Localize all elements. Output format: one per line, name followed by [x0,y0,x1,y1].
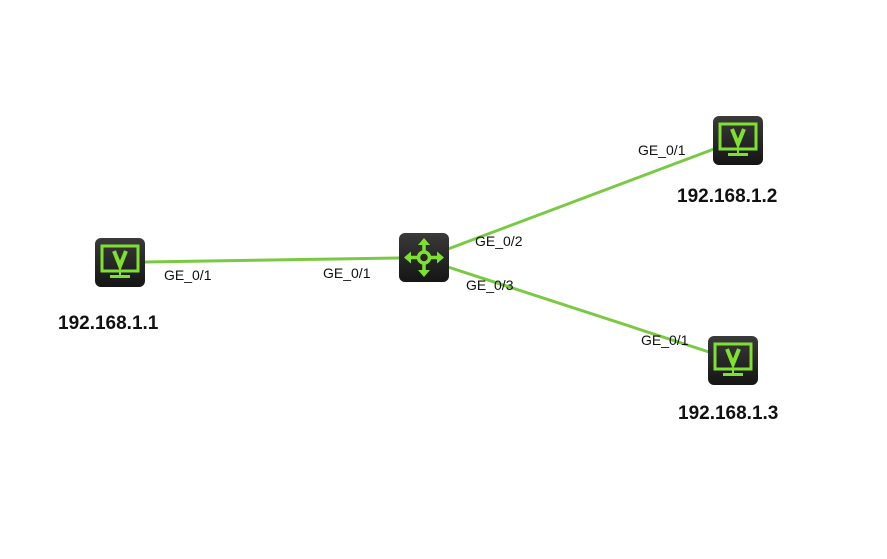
host-label-pc2: 192.168.1.2 [677,186,778,207]
host-label-pc3: 192.168.1.3 [678,403,779,424]
port-label: GE_0/1 [638,142,686,158]
port-label: GE_0/1 [164,267,212,283]
link-router-pc3[interactable] [447,265,710,354]
monitor-v-icon [713,342,753,376]
monitor-v-icon [100,244,140,278]
host-pc3[interactable] [708,336,758,385]
host-pc2[interactable] [713,116,763,165]
host-label-pc1: 192.168.1.1 [58,313,159,334]
port-label: GE_0/2 [475,233,523,249]
port-label: GE_0/1 [641,332,689,348]
router-arrows-icon [404,238,444,277]
link-router-pc2[interactable] [447,147,715,251]
monitor-v-icon [718,122,758,156]
port-label: GE_0/1 [323,265,371,281]
host-pc1[interactable] [95,238,145,287]
router[interactable] [399,233,449,282]
port-label: GE_0/3 [466,277,514,293]
link-pc1-router[interactable] [144,256,401,264]
